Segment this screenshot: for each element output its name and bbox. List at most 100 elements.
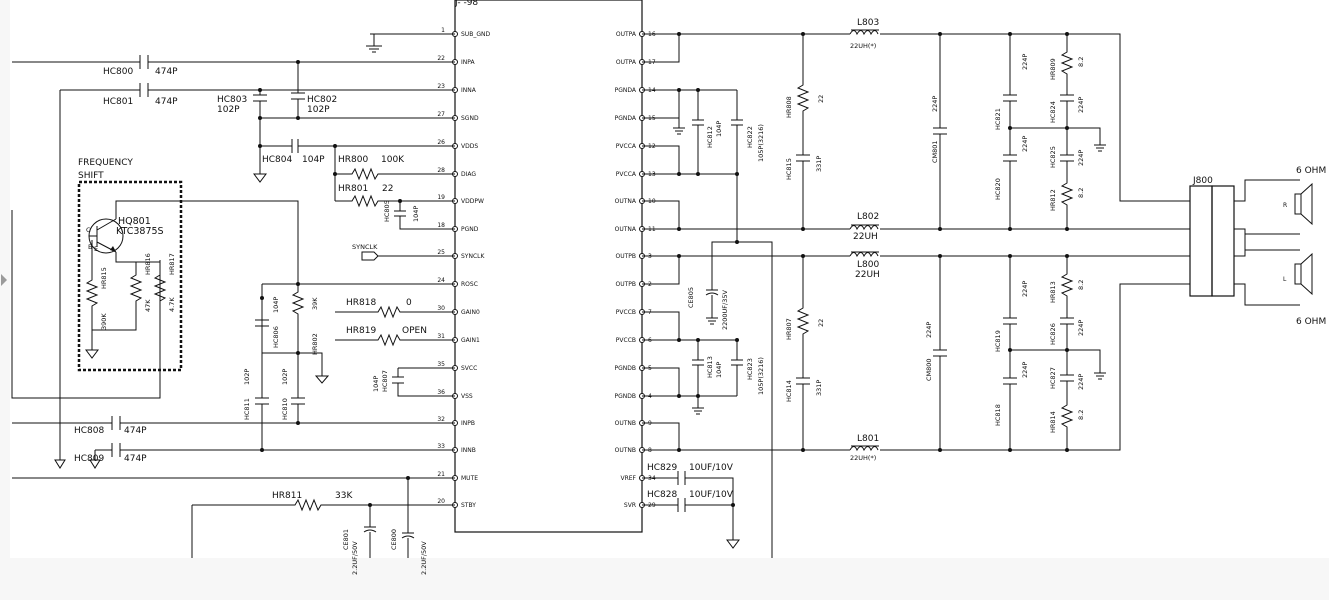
ic-left-pin-number: 19 (437, 194, 445, 201)
ic-right-pin-name: PGNDB (615, 393, 637, 400)
cm800-label: CM800 (925, 358, 933, 381)
ic-right-pin-name: PVCCB (616, 337, 636, 344)
hc825-label: HC825 (1049, 146, 1057, 168)
hr800-label: HR800 (338, 155, 368, 165)
ic-left-pin-name: DIAG (461, 171, 476, 178)
l802-label: L802 (857, 212, 879, 222)
l803-value: 22UH(*) (850, 42, 876, 50)
hc820-label: HC820 (994, 178, 1002, 200)
ic-left-pin-number: 20 (437, 498, 445, 505)
hc802-label: HC802 (307, 95, 337, 105)
hr814-label: HR814 (1049, 411, 1057, 433)
ic-left-pin-name: SGND (461, 115, 479, 122)
ic-left-pin-number: 32 (437, 416, 445, 423)
transistor-collector-pin: C (86, 226, 91, 234)
ic-right-pin-name: OUTNB (615, 420, 636, 427)
ic-left-pin-number: 18 (437, 222, 445, 229)
hr808-label: HR808 (785, 96, 793, 118)
ic-left-pin-number: 24 (437, 277, 445, 284)
hc824-value: 224P (1077, 97, 1085, 113)
ic-left-pin-name: GAIN1 (461, 337, 480, 344)
ic-right-pin-name: OUTNA (615, 226, 637, 233)
ic-right-pin-name: SVR (624, 502, 636, 509)
frequency-shift-block: FREQUENCY SHIFT C B E HQ801 KTC3875S HR8… (11, 158, 299, 399)
ic-right-pin-name: PGNDA (615, 115, 637, 122)
ic-left-pin-number: 28 (437, 167, 445, 174)
hc803-value: 102P (217, 105, 240, 115)
hr816-value: 47K (144, 299, 152, 312)
hc819-label: HC819 (994, 330, 1002, 352)
ic-left-pin-number: 21 (437, 471, 445, 478)
hr815-label: HR815 (100, 267, 108, 289)
hc809-value: 474P (124, 454, 147, 464)
ic-right-pin-name: PGNDA (615, 87, 637, 94)
hc829-value: 10UF/10V (689, 463, 734, 473)
j800-label: J800 (1192, 176, 1213, 186)
hc828-value: 10UF/10V (689, 490, 734, 500)
hc805-label: HC805 (383, 200, 391, 222)
ic-left-pin-name: SUB_GND (461, 31, 490, 38)
hc801-value: 474P (155, 97, 178, 107)
hc827-label: HC827 (1049, 367, 1057, 389)
ic-left-pin-number: 25 (437, 249, 445, 256)
hc818-value: 224P (1021, 362, 1029, 378)
ce800-value: 2.2UF/50V (420, 541, 428, 575)
ic-right-pin-name: OUTPB (615, 281, 636, 288)
expand-panel-arrow-icon[interactable] (1, 274, 7, 286)
ic-left-pin-name: PGND (461, 226, 479, 233)
ic-left-pin-number: 1 (441, 27, 445, 34)
schematic-sheet (10, 0, 1329, 558)
hc803-label: HC803 (217, 95, 247, 105)
hr814-value: 8.2 (1077, 410, 1085, 420)
hc804-label: HC804 (262, 155, 293, 165)
hc808-value: 474P (124, 426, 147, 436)
hc823-label: HC823 (746, 358, 754, 380)
ic-right-pin-name: PVCCA (616, 171, 637, 178)
hc824-label: HC824 (1049, 101, 1057, 123)
hc826-label: HC826 (1049, 323, 1057, 345)
ic-right-pin-name: OUTPA (616, 31, 637, 38)
speaker-l-label: L (1283, 276, 1287, 283)
ic-left-pin-number: 22 (437, 55, 445, 62)
hr807-label: HR807 (785, 318, 793, 340)
hr802-value: 39K (311, 297, 319, 310)
ce800-label: CE800 (390, 529, 398, 550)
hq801-label: HQ801 (118, 216, 151, 227)
freq-shift-subtitle: SHIFT (78, 171, 104, 181)
ic-left-pin-number: 30 (437, 305, 445, 312)
ic-left-pin-name: INPB (461, 420, 475, 427)
hc809-label: HC809 (74, 454, 105, 464)
hc823-value: 105P(3216) (757, 357, 765, 395)
hr818-value: 0 (406, 298, 412, 308)
hc814-label: HC814 (785, 380, 793, 402)
hc810-label: HC810 (281, 398, 289, 420)
hc808-label: HC808 (74, 426, 105, 436)
hc822-value: 105P(3216) (757, 124, 765, 162)
ic-right-pin-name: PVCCB (616, 309, 636, 316)
hr807-value: 22 (817, 319, 825, 327)
ic-left-pin-name: ROSC (461, 281, 478, 288)
hc807-label: HC807 (381, 370, 389, 392)
ic-left-pin-number: 36 (437, 389, 445, 396)
ic-left-pin-name: VDDS (461, 143, 478, 150)
hr811-label: HR811 (272, 491, 302, 501)
ce805-label: CE805 (687, 287, 695, 308)
hr817-label: HR817 (168, 253, 176, 275)
hr801-label: HR801 (338, 184, 368, 194)
l801-value: 22UH(*) (850, 454, 876, 462)
l803-label: L803 (857, 18, 879, 28)
transistor-base-pin: B (88, 243, 92, 251)
ic-left-pin-name: STBY (461, 502, 476, 509)
ic-right-pin-name: OUTNB (615, 447, 636, 454)
hc828-label: HC828 (647, 490, 678, 500)
ic-right-pin-name: VREF (620, 475, 636, 482)
freq-shift-title: FREQUENCY (78, 158, 133, 168)
hc821-label: HC821 (994, 108, 1002, 130)
l800-label: L800 (857, 260, 879, 270)
hc802-value: 102P (307, 105, 330, 115)
ic-left-pin-name: GAIN0 (461, 309, 480, 316)
speaker-r-impedance: 6 OHM (1296, 166, 1326, 176)
hr801-value: 22 (382, 184, 393, 194)
output-section: L803 22UH(*) HC812 104P HC822 105P(3216)… (642, 18, 1190, 558)
